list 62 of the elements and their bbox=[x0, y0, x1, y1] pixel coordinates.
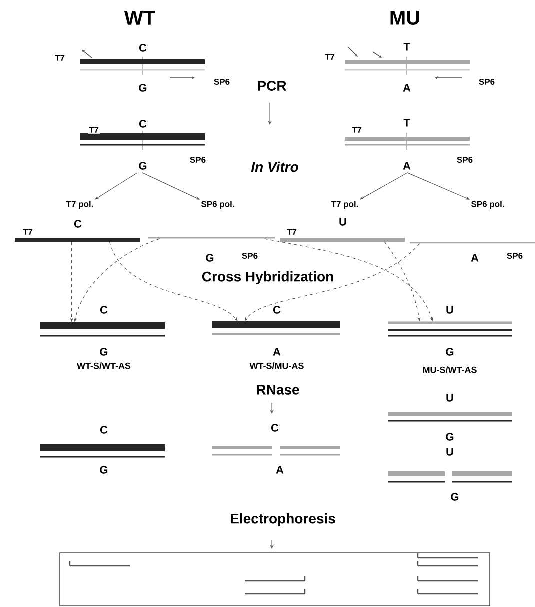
duplex-drawing bbox=[40, 444, 165, 458]
polymerase-label: SP6 pol. bbox=[201, 201, 234, 209]
duplex-drawing bbox=[80, 134, 205, 146]
polymerase-label: T7 pol. bbox=[331, 201, 358, 209]
duplex-drawing bbox=[212, 322, 340, 335]
base-letter: C bbox=[99, 425, 109, 435]
base-letter: G bbox=[450, 492, 460, 502]
base-letter: A bbox=[272, 347, 282, 357]
primer-label: T7 bbox=[324, 53, 336, 61]
step-label: PCR bbox=[256, 80, 288, 92]
column-heading: WT bbox=[123, 10, 157, 26]
duplex-drawing bbox=[80, 60, 205, 71]
polymerase-label: SP6 pol. bbox=[472, 201, 504, 209]
duplex-drawing bbox=[345, 137, 470, 146]
duplex-drawing bbox=[388, 472, 512, 483]
base-letter: A bbox=[275, 465, 285, 475]
base-letter: G bbox=[444, 347, 456, 357]
base-letter: G bbox=[138, 83, 148, 93]
base-letter: U bbox=[445, 305, 455, 315]
strand-drawing bbox=[280, 238, 405, 242]
duplex-drawing bbox=[388, 322, 512, 337]
step-label: RNase bbox=[255, 384, 301, 396]
primer-label: SP6 bbox=[506, 252, 524, 260]
base-letter: G bbox=[98, 465, 110, 475]
base-letter: C bbox=[270, 423, 280, 433]
base-letter: G bbox=[204, 253, 216, 263]
base-letter: C bbox=[138, 43, 148, 53]
primer-label: SP6 bbox=[188, 156, 208, 164]
primer-label: T7 bbox=[54, 54, 66, 62]
duplex-drawing bbox=[212, 446, 340, 456]
base-letter: A bbox=[470, 253, 480, 263]
base-letter: C bbox=[99, 305, 109, 315]
base-letter: U bbox=[445, 447, 455, 457]
base-letter: G bbox=[98, 347, 110, 357]
base-letter: C bbox=[138, 119, 148, 129]
primer-label: SP6 bbox=[456, 156, 474, 164]
primer-label: SP6 bbox=[240, 252, 260, 260]
hybrid-label: WT-S/MU-AS bbox=[250, 362, 304, 370]
base-letter: C bbox=[73, 219, 83, 229]
base-letter: T bbox=[402, 118, 412, 128]
duplex-drawing bbox=[388, 412, 512, 422]
step-label: Electrophoresis bbox=[229, 512, 337, 528]
gel-box bbox=[60, 552, 490, 606]
strand-drawing bbox=[15, 238, 140, 242]
base-letter: C bbox=[272, 305, 282, 315]
base-letter: U bbox=[445, 393, 455, 403]
base-letter: G bbox=[444, 432, 456, 442]
primer-label: T7 bbox=[286, 228, 298, 236]
polymerase-label: T7 pol. bbox=[66, 201, 94, 209]
step-label: In Vitro bbox=[250, 160, 300, 174]
base-letter: G bbox=[138, 161, 148, 171]
column-heading: MU bbox=[388, 10, 422, 26]
primer-label: SP6 bbox=[478, 78, 496, 86]
hybrid-label: MU-S/WT-AS bbox=[423, 366, 477, 374]
base-letter: U bbox=[338, 217, 348, 227]
duplex-drawing bbox=[40, 322, 165, 337]
base-letter: A bbox=[402, 161, 412, 171]
base-letter: A bbox=[402, 83, 412, 93]
hybrid-label: WT-S/WT-AS bbox=[77, 362, 131, 370]
step-label: Cross Hybridization bbox=[200, 270, 336, 286]
duplex-drawing bbox=[345, 60, 470, 71]
primer-label: SP6 bbox=[212, 78, 232, 86]
